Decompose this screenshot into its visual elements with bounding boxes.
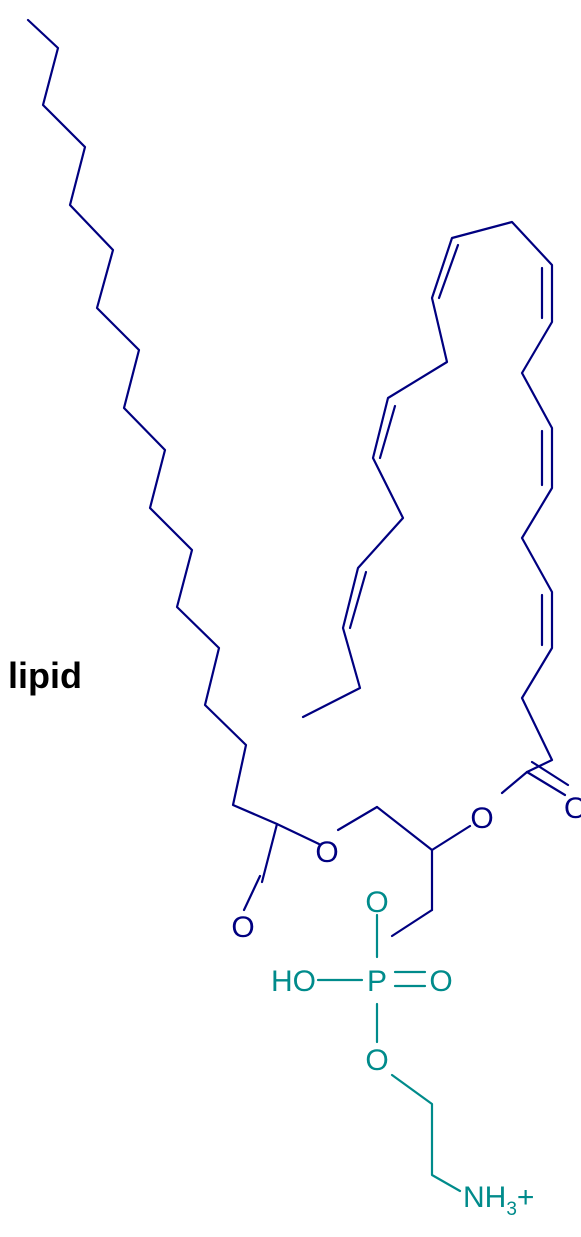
ester1-carbonyl-oxygen: O: [231, 911, 254, 944]
phosphorus-atom: P: [367, 965, 387, 998]
glycerol-oxygen: O: [365, 886, 388, 919]
ester2-oxygen: O: [470, 802, 493, 835]
headgroup-bonds: [316, 913, 462, 1193]
amine-charge: +: [517, 1181, 535, 1214]
amine-subscript: 3: [506, 1199, 517, 1220]
phosphate-hydroxyl: HO: [271, 965, 316, 998]
amine-symbol: NH: [463, 1181, 506, 1214]
side-label: lipid: [8, 655, 82, 696]
phosphate-double-oxygen: O: [429, 965, 452, 998]
ester1-oxygen: O: [315, 836, 338, 869]
unsaturated-chain: [301, 220, 570, 797]
amine-group: NH3+: [463, 1181, 534, 1220]
phosphate-ester-oxygen: O: [365, 1044, 388, 1077]
ester2-carbonyl-oxygen: O: [564, 792, 581, 825]
saturated-chain: [26, 18, 472, 938]
